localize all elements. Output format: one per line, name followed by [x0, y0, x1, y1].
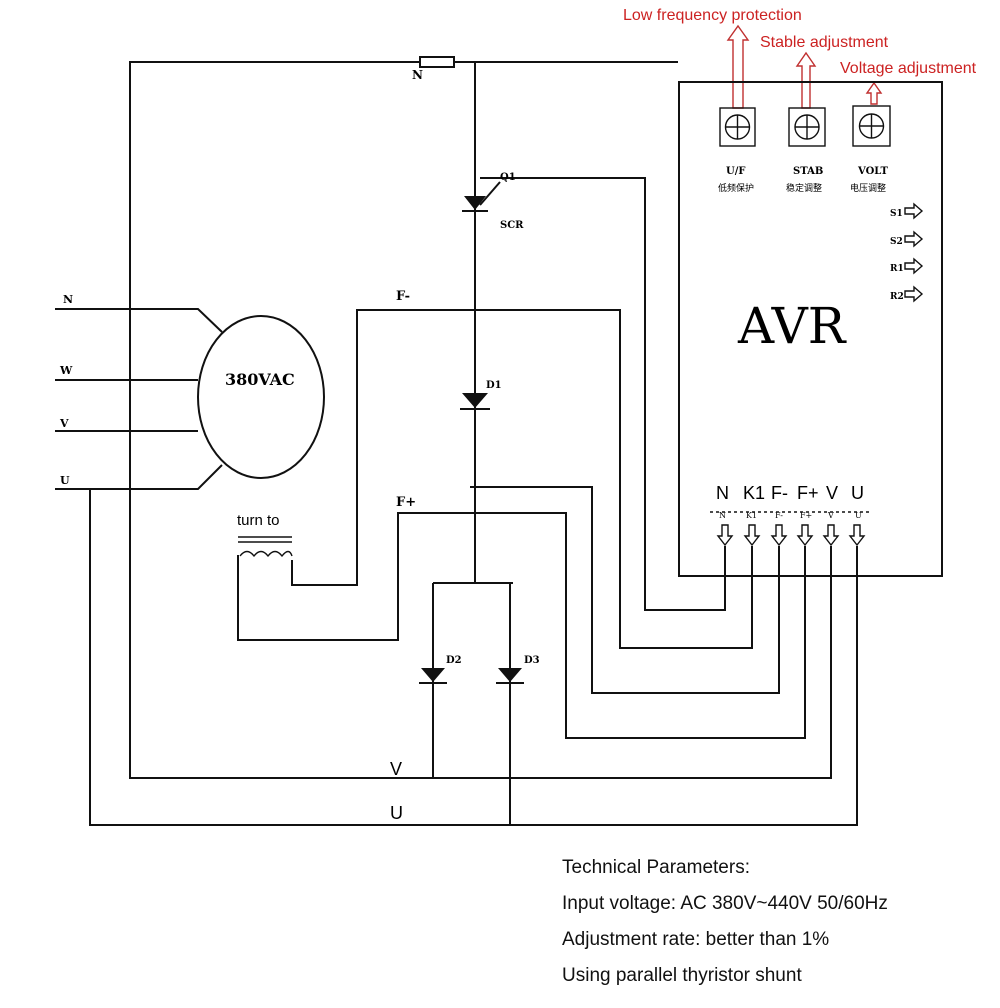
arrow-voltage-icon	[865, 81, 883, 105]
phase-label-n: N	[63, 293, 73, 306]
terminal-arrow-k1-icon	[743, 524, 761, 547]
svg-text:R2: R2	[890, 292, 904, 302]
f-minus-label: F-	[396, 289, 410, 304]
terminal-small-v: V	[827, 511, 834, 520]
knob-uf-label: U/F	[726, 166, 745, 177]
generator	[197, 315, 325, 479]
knob-volt-label: VOLT	[857, 166, 889, 177]
terminal-small-u: U	[855, 511, 862, 520]
knob-volt[interactable]	[852, 105, 891, 147]
terminal-small-f-minus: F-	[775, 511, 783, 520]
technical-line-thyristor-shunt: Using parallel thyristor shunt	[562, 965, 802, 986]
bus-u-label: U	[390, 803, 403, 823]
knob-uf[interactable]	[719, 107, 756, 147]
side-output-s2: S2	[890, 230, 924, 248]
terminal-arrow-v-icon	[822, 524, 840, 547]
technical-line-input-voltage: Input voltage: AC 380V~440V 50/60Hz	[562, 893, 888, 914]
fuse-label: N	[412, 68, 423, 82]
knob-stab-label: STAB	[793, 166, 823, 177]
wire-avr-n	[480, 177, 726, 611]
svg-text:R1: R1	[890, 264, 904, 274]
transformer-icon	[238, 536, 293, 558]
terminal-arrow-n-icon	[716, 524, 734, 547]
f-plus-label: F+	[396, 495, 416, 510]
turn-to-label: turn to	[237, 512, 280, 529]
annotation-stable-adjustment: Stable adjustment	[760, 34, 889, 51]
knob-stab-sublabel: 稳定调整	[786, 182, 822, 194]
svg-text:S1: S1	[890, 209, 903, 219]
wire-avr-u	[89, 488, 858, 826]
generator-label: 380VAC	[225, 370, 295, 389]
terminal-label-f-minus: F-	[771, 483, 788, 503]
annotation-low-frequency: Low frequency protection	[623, 7, 802, 24]
diode-d2	[419, 668, 447, 684]
avr-box	[678, 81, 943, 577]
wire-avr-f-plus	[237, 512, 806, 739]
diode-d3	[496, 668, 524, 684]
terminal-label-u: U	[851, 483, 864, 503]
terminal-label-v: V	[826, 483, 838, 503]
fuse	[419, 56, 455, 68]
arrow-low-frequency-icon	[726, 24, 750, 109]
terminal-label-f-plus: F+	[797, 483, 819, 503]
knob-stab[interactable]	[788, 107, 826, 147]
arrow-right-icon	[904, 257, 924, 275]
arrow-right-icon	[904, 202, 924, 220]
side-output-s1: S1	[890, 202, 924, 220]
phase-lead-u	[55, 464, 223, 490]
wire-avr-k1	[291, 309, 753, 649]
side-output-r1: R1	[890, 257, 924, 275]
arrow-stable-icon	[795, 51, 817, 109]
diode-d1	[460, 393, 490, 410]
terminal-label-n: N	[716, 483, 729, 503]
scr-q1	[462, 181, 501, 212]
phase-label-v: V	[59, 417, 69, 430]
q1-label: Q1	[500, 172, 516, 183]
side-output-r2: R2	[890, 285, 924, 303]
technical-line-adjustment-rate: Adjustment rate: better than 1%	[562, 929, 830, 950]
technical-heading: Technical Parameters:	[562, 857, 750, 878]
d2-label: D2	[446, 655, 462, 666]
terminal-arrow-u-icon	[848, 524, 866, 547]
wire-avr-f-minus	[470, 486, 780, 694]
knob-volt-sublabel: 电压调整	[850, 182, 886, 194]
phase-label-u: U	[60, 474, 70, 487]
svg-text:S2: S2	[890, 237, 903, 247]
terminal-label-k1: K1	[743, 483, 765, 503]
scr-label: SCR	[500, 220, 524, 231]
technical-parameters: Technical Parameters: Input voltage: AC …	[562, 850, 982, 994]
d3-label: D3	[524, 655, 540, 666]
terminal-small-f-plus: F+	[800, 511, 812, 520]
terminal-arrows	[716, 524, 866, 547]
arrow-right-icon	[904, 230, 924, 248]
arrow-right-icon	[904, 285, 924, 303]
phase-lead-n	[55, 308, 223, 333]
terminal-arrow-f-minus-icon	[770, 524, 788, 547]
terminal-arrow-f-plus-icon	[796, 524, 814, 547]
phase-label-w: W	[59, 364, 73, 377]
wire-avr-v	[129, 61, 832, 779]
bus-v-label: V	[390, 759, 402, 779]
knob-uf-sublabel: 低频保护	[718, 182, 754, 194]
annotation-voltage-adjustment: Voltage adjustment	[840, 60, 977, 77]
d1-label: D1	[486, 380, 502, 391]
terminal-small-n: N	[719, 511, 726, 520]
terminal-small-k1: K1	[746, 511, 757, 520]
avr-title: AVR	[737, 297, 847, 355]
